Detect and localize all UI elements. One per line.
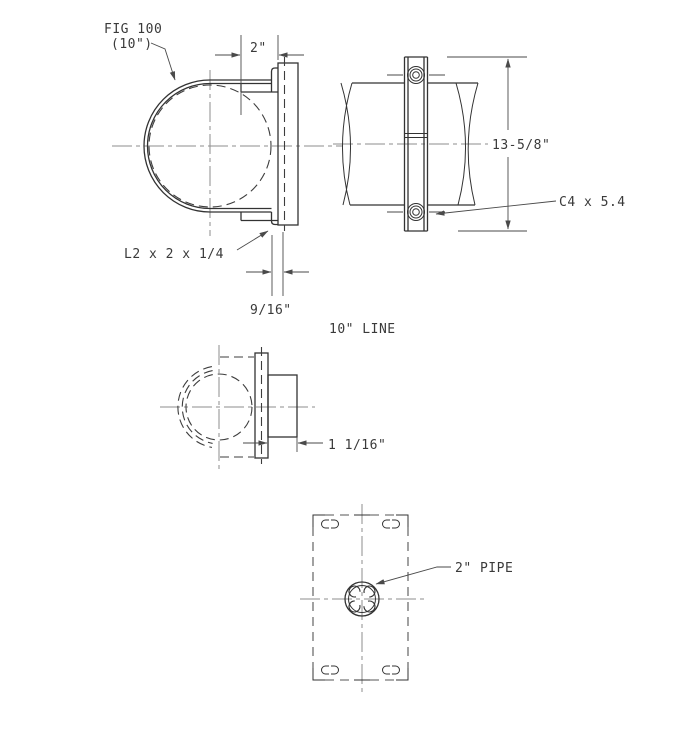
pipe-stub [267,374,298,438]
bolt-shank [412,208,420,216]
plate-corner-marks [312,514,409,681]
dimension-2in: 2" [215,35,304,115]
channel-callout: C4 x 5.4 [435,195,626,216]
angle-leader-line [236,230,269,251]
dim-1-1-16-text: 1 1/16" [328,438,386,453]
fig-size-label: (10") [111,37,153,52]
weld-mark-nw [348,585,361,598]
front-view: 13-5/8" C4 x 5.4 [333,56,626,232]
angle-label: L2 x 2 x 1/4 [124,247,224,262]
channel-label: C4 x 5.4 [559,195,626,210]
slot-bottom-right [382,665,400,675]
dimension-9-16: 9/16" [246,232,309,318]
bolt-washer [407,203,425,221]
pipe-break-left [340,82,353,206]
pipe-leader-line [375,566,451,585]
bolt-head [409,68,423,82]
pipe-section [344,581,380,617]
bolt-head [409,205,423,219]
slot-bottom-left [321,665,339,675]
dim-2in-text: 2" [250,41,267,56]
pipe-id-circle [348,585,376,613]
pipe-outline [350,82,478,206]
strap-hidden-ends [220,356,254,458]
pipe-label: 2" PIPE [455,561,513,576]
side-view: 2" FIG 100 (10") L2 x 2 x 1/4 9/16" [104,22,342,318]
dimension-13-5-8: 13-5/8" [447,56,550,232]
pipe-od-circle [344,581,380,617]
weld-mark-ne [363,585,376,598]
centerline-edge-ticks [354,514,370,681]
mounting-plate [277,62,299,226]
fig-leader-line [150,42,176,81]
plan-view: 2" PIPE [300,504,513,696]
pipe-hidden-circle [185,373,253,441]
channel-flanges [403,56,429,232]
slot-top-right [382,519,400,529]
dimension-1-1-16: 1 1/16" [243,438,386,453]
channel-leader-line [435,200,557,216]
clamp-strap-inner [146,82,272,210]
top-view: 1 1/16" [160,345,386,471]
dim-9-16-text: 9/16" [250,303,292,318]
pipe-callout: 2" PIPE [375,561,513,585]
bolt-washer [407,66,425,84]
weld-mark-se [363,600,376,613]
slotted-holes [321,519,400,675]
line-size-label: 10" LINE [329,322,396,337]
pipe-break-right [455,82,479,206]
slot-top-left [321,519,339,529]
strap-hidden-arcs [177,366,213,448]
bottom-bolt [387,203,445,221]
channel-joint-lines [404,133,428,138]
top-bolt [387,66,445,84]
figure-callout: FIG 100 (10") [104,22,176,81]
pipe-hidden-circle [148,84,272,208]
bolt-shank [412,71,420,79]
plate-outline-dashed [312,514,409,681]
weld-mark-sw [348,600,361,613]
clamp-strap-outer [143,79,272,213]
angle-callout: L2 x 2 x 1/4 [124,230,269,262]
bottom-angle [240,212,278,226]
fig-label: FIG 100 [104,22,162,37]
dim-13-5-8-text: 13-5/8" [492,138,550,153]
